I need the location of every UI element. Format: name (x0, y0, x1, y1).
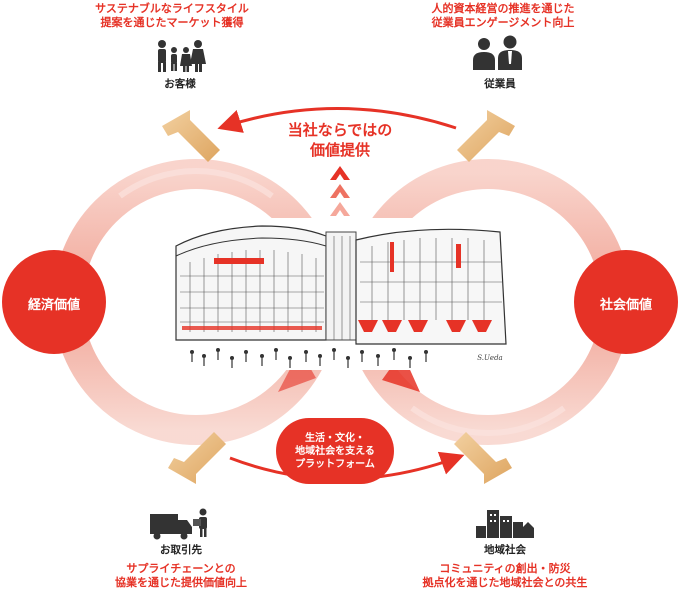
partner-caption-line-2: 協業を通じた提供価値向上 (86, 576, 276, 590)
center-value-line-2: 価値提供 (270, 140, 410, 160)
community-caption: コミュニティの創出・防災 拠点化を通じた地域社会との共生 (400, 562, 610, 590)
arrow-to-customer (162, 110, 220, 162)
platform-line-3: プラットフォーム (276, 458, 394, 471)
illustration-signature: S.Ueda (470, 354, 510, 362)
center-value-line-1: 当社ならではの (270, 120, 410, 140)
family-icon (158, 40, 206, 72)
customer-caption-line-1: サステナブルなライフスタイル (82, 2, 262, 16)
employee-caption-line-1: 人的資本経営の推進を通じた (408, 2, 598, 16)
customer-label: お客様 (150, 78, 210, 91)
partner-caption: サプライチェーンとの 協業を通じた提供価値向上 (86, 562, 276, 590)
upward-chevrons (330, 166, 350, 216)
center-value-text: 当社ならではの 価値提供 (270, 120, 410, 160)
economic-value-label: 経済価値 (4, 294, 104, 313)
platform-text: 生活・文化・ 地域社会を支える プラットフォーム (276, 432, 394, 471)
community-label: 地域社会 (470, 544, 540, 557)
business-people-icon (473, 36, 522, 71)
town-buildings-icon (476, 510, 534, 538)
employee-caption-line-2: 従業員エンゲージメント向上 (408, 16, 598, 30)
delivery-truck-icon (150, 509, 207, 540)
platform-line-2: 地域社会を支える (276, 445, 394, 458)
social-value-label: 社会価値 (576, 294, 676, 313)
community-caption-line-2: 拠点化を通じた地域社会との共生 (400, 576, 610, 590)
department-store-illustration (170, 218, 510, 370)
community-caption-line-1: コミュニティの創出・防災 (400, 562, 610, 576)
customer-caption: サステナブルなライフスタイル 提案を通じたマーケット獲得 (82, 2, 262, 30)
employee-caption: 人的資本経営の推進を通じた 従業員エンゲージメント向上 (408, 2, 598, 30)
customer-caption-line-2: 提案を通じたマーケット獲得 (82, 16, 262, 30)
employee-label: 従業員 (470, 78, 530, 91)
partner-label: お取引先 (146, 544, 216, 557)
platform-line-1: 生活・文化・ (276, 432, 394, 445)
arrow-to-employee (457, 110, 515, 162)
partner-caption-line-1: サプライチェーンとの (86, 562, 276, 576)
